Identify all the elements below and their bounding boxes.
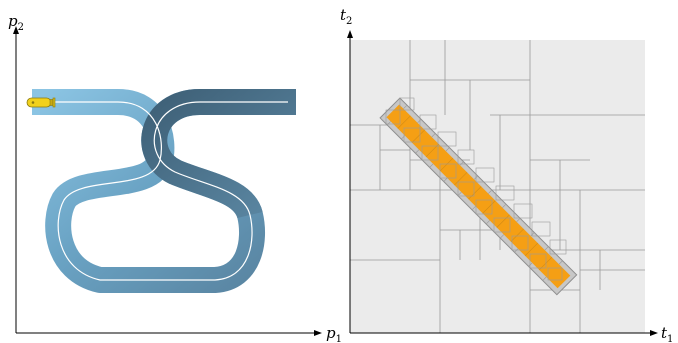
left-y-axis-label: p2: [8, 12, 24, 33]
right-plot-background: [350, 40, 645, 333]
right-panel: t2 t1: [340, 6, 673, 343]
track-dark-segment: [154, 102, 296, 215]
right-y-arrowhead: [347, 30, 353, 38]
right-y-axis-label: t2: [340, 6, 352, 27]
left-x-axis-label: p1: [326, 324, 342, 343]
right-x-axis-label: t1: [661, 324, 673, 343]
submarine-icon: [27, 98, 55, 107]
left-panel: p2 p1: [8, 12, 342, 343]
left-x-arrowhead: [314, 330, 322, 336]
right-x-arrowhead: [650, 330, 658, 336]
track: [32, 89, 296, 280]
